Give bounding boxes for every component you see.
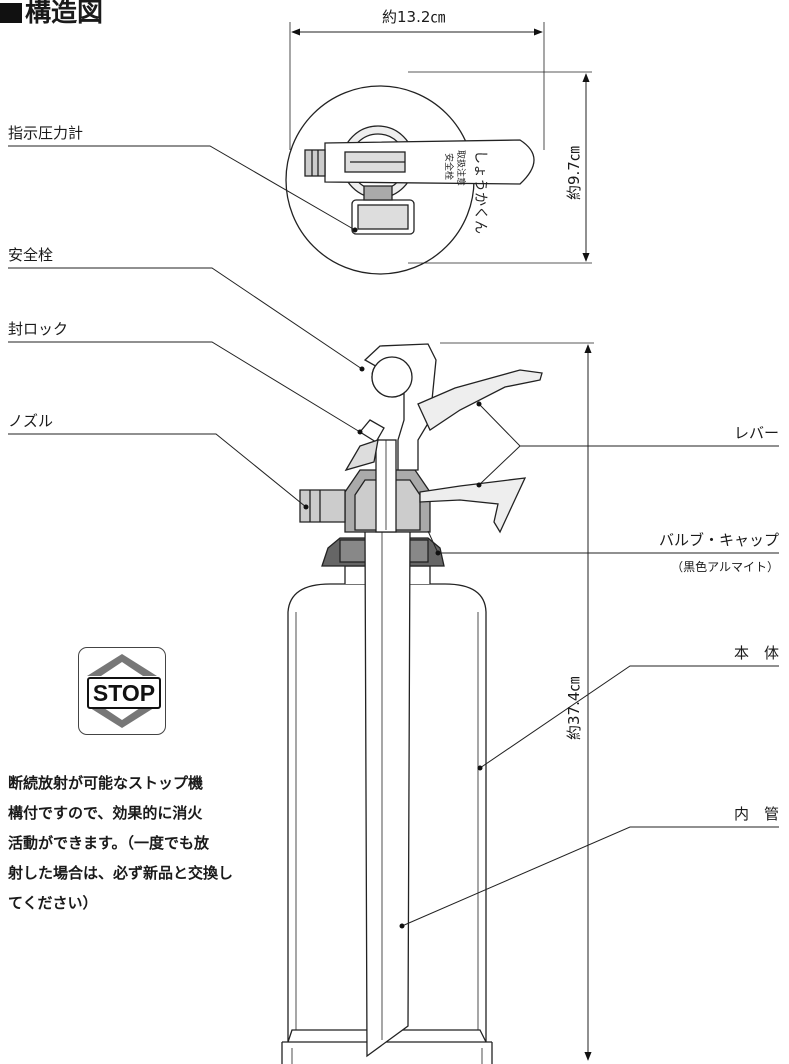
side-view [281,342,594,1064]
title-square-icon [0,3,22,23]
pin-brand-text: しょうかくん [472,150,488,234]
stop-text: STOP [87,677,161,709]
pin-caution-text: 取扱注意 [455,150,467,186]
height-dim: 約37.4㎝ [565,676,583,740]
top-width-dim: 約13.2㎝ [382,8,446,26]
leader-body [479,665,779,769]
leader-inner-tube [401,826,779,927]
leader-dots [303,227,483,929]
leader-nozzle [8,433,307,508]
description-line: 活動ができます。（一度でも放 [8,834,210,852]
description-line: 断続放射が可能なストップ機 [8,774,204,792]
pin-mark-text: 安全栓 [443,153,455,180]
label-safety-pin: 安全栓 [8,246,54,264]
stop-arrows-icon [87,654,157,728]
description-line: 構付ですので、効果的に消火 [8,804,203,822]
label-valve-cap-note: （黒色アルマイト） [671,560,779,574]
label-valve-cap: バルブ・キャップ [658,531,779,549]
title-text: 構造図 [25,0,104,28]
inner-tube [364,529,411,1058]
top-view [285,22,592,275]
lower-lever [419,477,527,534]
leader-safety-pin [8,267,363,370]
page-title: 構造図 [0,0,103,29]
top-view-text: 安全栓 取扱注意 しょうかくん [443,150,488,234]
description-line: 射した場合は、必ず新品と交換し [8,864,234,882]
stop-badge: STOP [78,647,166,735]
label-lever: レバー [733,424,779,442]
label-inner-tube: 内 管 [733,805,779,823]
label-seal-lock: 封ロック [8,320,69,338]
label-nozzle: ノズル [8,412,54,430]
description-line: てください） [8,894,98,912]
label-body: 本 体 [733,644,779,662]
leader-lines [8,145,779,927]
upper-lever [417,369,543,431]
nozzle [299,489,346,523]
label-pressure-gauge: 指示圧力計 [8,124,84,142]
stop-description: 断続放射が可能なストップ機 構付ですので、効果的に消火 活動ができます。（一度で… [8,768,248,918]
leader-pressure-gauge [8,145,356,231]
top-depth-dim: 約9.7㎝ [565,146,583,200]
leader-seal-lock [8,341,361,433]
